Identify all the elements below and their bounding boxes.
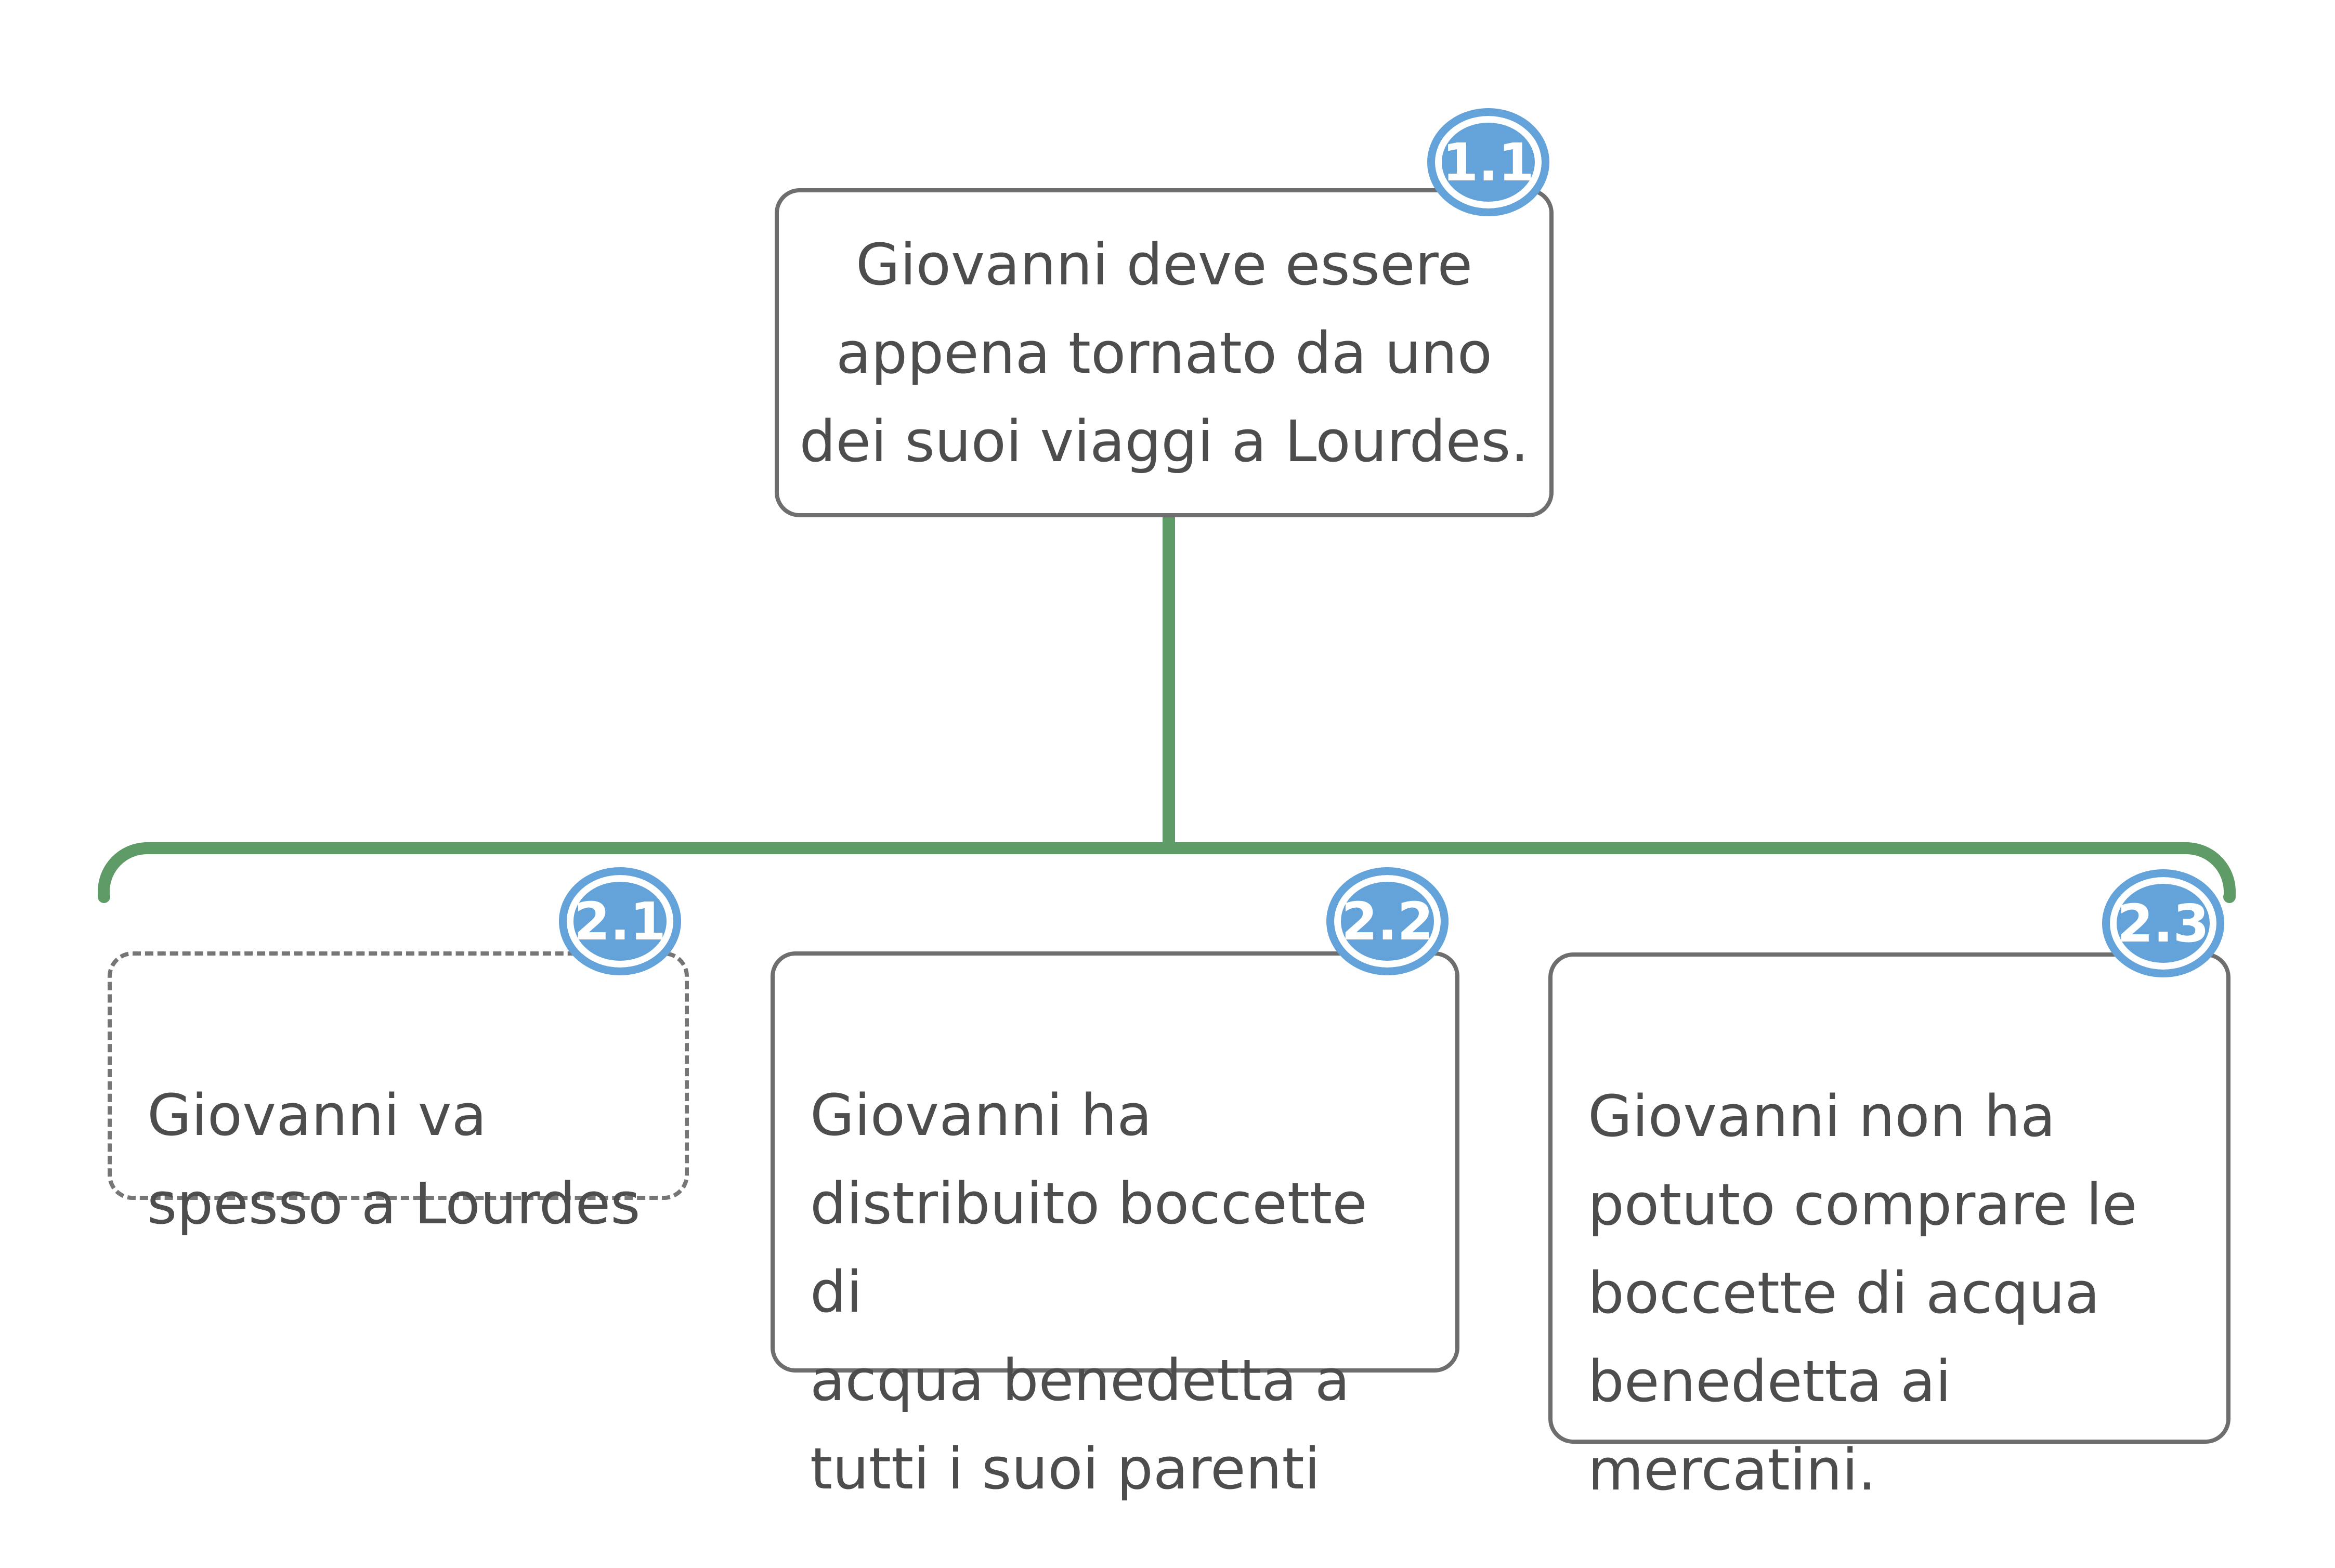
node-child-3[interactable]: Giovanni non ha potuto comprare le bocce… <box>1548 952 2230 1503</box>
badge-child-3[interactable]: 2.3 <box>2102 869 2224 977</box>
badge-child-3-label: 2.3 <box>2117 893 2210 954</box>
connector-bracket <box>98 842 2236 897</box>
node-child-2-text: Giovanni ha distribuito boccette di acqu… <box>810 1082 1367 1502</box>
connector-cap-left <box>98 891 110 903</box>
node-child-3-text: Giovanni non ha potuto comprare le bocce… <box>1588 1083 2137 1503</box>
badge-child-1-label: 2.1 <box>573 891 667 952</box>
badge-child-2-label: 2.2 <box>1341 891 1434 952</box>
node-child-1-text: Giovanni va spesso a Lourdes <box>147 1082 641 1237</box>
node-child-2[interactable]: Giovanni ha distribuito boccette di acqu… <box>771 951 1459 1502</box>
badge-root[interactable]: 1.1 <box>1427 108 1549 216</box>
badge-child-1[interactable]: 2.1 <box>559 867 681 975</box>
badge-root-label: 1.1 <box>1442 132 1535 193</box>
connector-stem <box>1163 516 1175 849</box>
node-root-text: Giovanni deve essere appena tornato da u… <box>799 231 1529 475</box>
badge-child-2[interactable]: 2.2 <box>1326 867 1449 975</box>
node-root[interactable]: Giovanni deve essere appena tornato da u… <box>775 188 1554 517</box>
connector-cap-right <box>2223 891 2236 903</box>
node-child-1[interactable]: Giovanni va spesso a Lourdes <box>108 951 689 1237</box>
